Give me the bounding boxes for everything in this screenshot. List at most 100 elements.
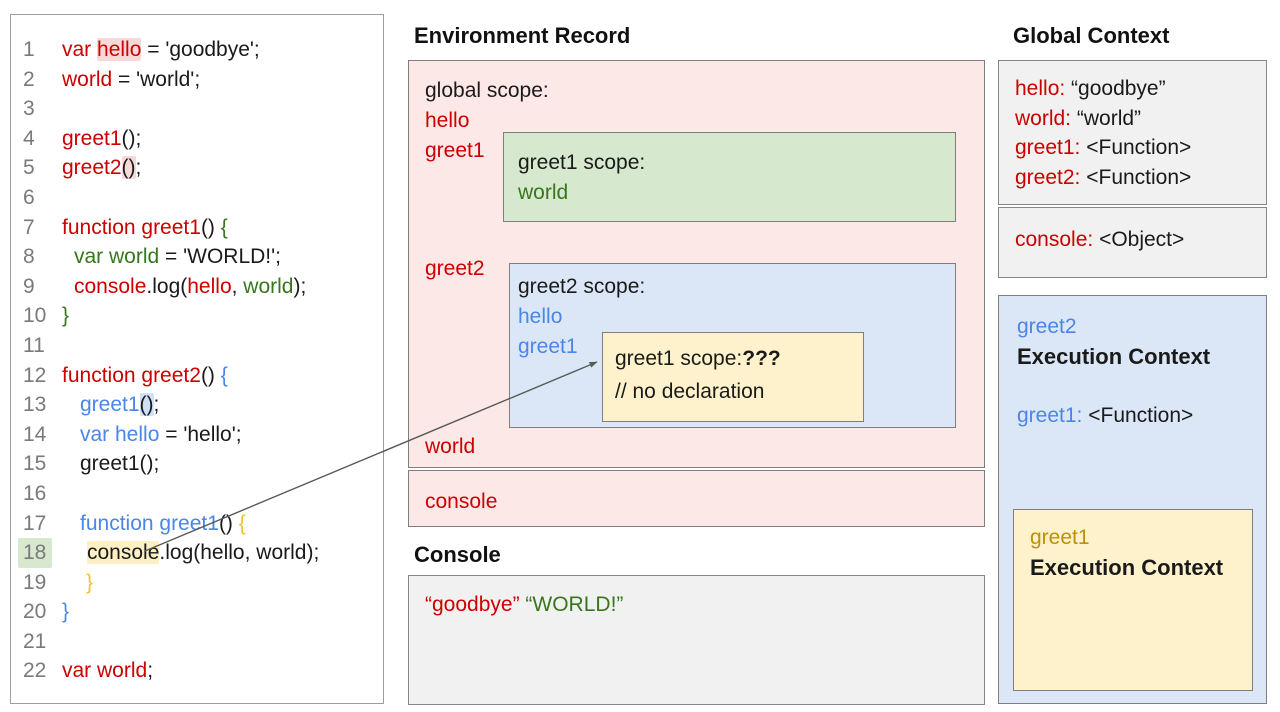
code-token: (): [200, 215, 221, 239]
code-text: var world = 'WORLD!';: [62, 242, 281, 272]
var-name: greet1:: [1015, 136, 1081, 160]
code-line: 8 var world = 'WORLD!';: [11, 242, 383, 272]
line-number: 21: [23, 629, 47, 653]
code-text: greet1();: [62, 449, 159, 479]
global-scope-var-greet1: greet1: [425, 139, 485, 162]
greet2-context-name: greet2: [1017, 315, 1077, 338]
line-number: 5: [23, 156, 35, 180]
line-number: 22: [23, 659, 47, 683]
code-token: var: [62, 38, 98, 61]
console-heading: Console: [414, 542, 501, 567]
code-token: var hello: [80, 422, 160, 446]
var-value: <Function>: [1086, 136, 1192, 160]
inner-greet1-scope-label: greet1 scope:???: [615, 347, 781, 370]
code-token: hello: [187, 274, 232, 298]
global-scope-var-greet2: greet2: [425, 257, 485, 280]
global-scope-var-hello: hello: [425, 109, 470, 132]
code-text: var hello = 'hello';: [62, 420, 242, 450]
global-context-var-row: greet1: <Function>: [1015, 133, 1266, 163]
global-context-var-row: world: “world”: [1015, 104, 1266, 134]
environment-record-heading: Environment Record: [414, 23, 631, 48]
code-line: 22 var world;: [11, 656, 383, 686]
code-token: .log(hello, world);: [159, 541, 320, 565]
code-token: .log(: [146, 274, 188, 298]
code-line: 10}: [11, 301, 383, 331]
code-text: var world;: [62, 656, 153, 686]
greet2-execution-context-box: greet2 Execution Context greet1: <Functi…: [998, 295, 1267, 704]
code-token: = 'goodbye';: [141, 38, 260, 61]
console-output-box: “goodbye” “WORLD!”: [408, 575, 985, 705]
code-token: (): [139, 393, 154, 417]
code-text: greet1();: [62, 124, 141, 154]
code-line: 15 greet1();: [11, 449, 383, 479]
code-token: }: [86, 570, 94, 594]
line-number: 14: [23, 422, 47, 446]
code-token: (): [200, 363, 221, 387]
greet2-scope-label: greet2 scope:: [518, 275, 646, 298]
global-context-var-row: greet2: <Function>: [1015, 163, 1266, 193]
line-number: 15: [23, 452, 47, 476]
greet1-scope-var-world: world: [518, 181, 569, 204]
code-token: function greet1: [62, 215, 201, 239]
code-line: 6: [11, 183, 383, 213]
line-number: 1: [23, 38, 35, 61]
line-number: 7: [23, 215, 35, 239]
code-token: ;: [135, 156, 142, 180]
code-line: 4 greet1();: [11, 124, 383, 154]
code-line: 21: [11, 627, 383, 657]
code-token: = 'world';: [112, 67, 201, 91]
global-scope-var-world: world: [425, 435, 476, 458]
code-text: greet1();: [62, 390, 159, 420]
greet1-inner-scope-box: greet1 scope:??? // no declaration: [602, 332, 864, 422]
global-context-var-rows: hello: “goodbye”world: “world”greet1: <F…: [1015, 74, 1266, 192]
line-number: 8: [23, 245, 35, 269]
code-text: var hello = 'goodbye';: [62, 35, 260, 65]
global-scope-box: global scope: hello greet1 greet2 world …: [408, 60, 985, 468]
code-token: world: [243, 274, 294, 298]
code-text: }: [62, 568, 93, 598]
global-context-vars-box: hello: “goodbye”world: “world”greet1: <F…: [998, 60, 1267, 205]
global-context-var-row: hello: “goodbye”: [1015, 74, 1266, 104]
code-token: hello: [97, 38, 142, 61]
greet1-context-title: Execution Context: [1030, 555, 1224, 580]
greet1-scope-label: greet1 scope:: [518, 151, 646, 174]
console-output-value: “WORLD!”: [525, 593, 624, 616]
line-number: 20: [23, 600, 47, 624]
code-token: var world: [74, 245, 160, 269]
greet1-context-name: greet1: [1030, 526, 1090, 549]
code-token: ();: [121, 126, 142, 150]
code-token: }: [62, 600, 70, 624]
global-scope-label: global scope:: [425, 79, 549, 102]
code-token: var world: [62, 659, 148, 683]
line-number: 12: [23, 363, 47, 387]
code-token: greet2: [62, 156, 122, 180]
code-text: console.log(hello, world);: [62, 538, 319, 568]
code-token: function greet1: [80, 511, 219, 535]
code-token: = 'hello';: [159, 422, 242, 446]
code-token: (): [121, 156, 136, 180]
global-context-console-row: console: <Object>: [1015, 228, 1185, 251]
code-token: function greet2: [62, 363, 201, 387]
unknown-scope-marker: ???: [742, 347, 781, 370]
code-text: console.log(hello, world);: [62, 272, 306, 302]
console-scope-box: console: [408, 470, 985, 527]
var-name: hello:: [1015, 77, 1066, 100]
global-scope-var-console: console: [425, 490, 498, 513]
code-text: function greet1() {: [62, 509, 246, 539]
code-token: (): [218, 511, 239, 535]
code-token: {: [238, 511, 246, 535]
code-text: }: [62, 597, 69, 627]
no-declaration-comment: // no declaration: [615, 380, 765, 403]
console-output-value: “goodbye”: [425, 593, 520, 616]
line-number: 4: [23, 126, 35, 150]
code-token: greet1: [62, 126, 122, 150]
code-text: greet2();: [62, 153, 141, 183]
code-text: }: [62, 301, 69, 331]
